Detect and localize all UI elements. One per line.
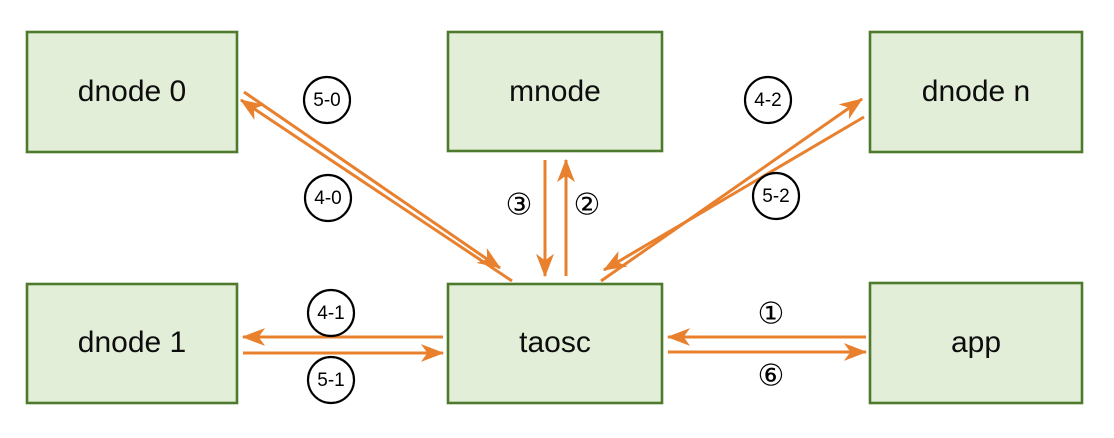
- badge-label: ②: [574, 188, 601, 223]
- badge-5-2: 5-2: [751, 171, 801, 221]
- node-box-rect: [25, 30, 239, 154]
- node-box-rect: [25, 282, 239, 405]
- node-label-dnode-0: dnode 0: [78, 75, 186, 108]
- node-label-app: app: [951, 326, 1001, 359]
- edge-4-0: [240, 98, 513, 283]
- badge-label: 4-0: [314, 188, 341, 209]
- node-label-dnode-1: dnode 1: [78, 326, 186, 359]
- badge-label: 5-2: [762, 186, 789, 207]
- node-dnode-n[interactable]: dnode n: [868, 30, 1084, 154]
- badge-circle: [303, 173, 353, 223]
- badge-label: ③: [506, 188, 533, 223]
- badge-label: ⑥: [758, 359, 785, 394]
- node-label-dnode-n: dnode n: [922, 75, 1030, 108]
- node-box-rect: [868, 281, 1084, 405]
- badge-circle: [302, 75, 352, 125]
- edge-4-2: [600, 97, 863, 283]
- badge-label: 4-1: [317, 303, 344, 324]
- badge-4-1: 4-1: [306, 288, 356, 338]
- edge-5-2: [602, 115, 865, 272]
- badge-label: 5-1: [317, 370, 344, 391]
- badge-2: ②: [574, 188, 601, 223]
- node-box-rect: [446, 282, 664, 405]
- badge-circle: [306, 288, 356, 338]
- node-app[interactable]: app: [868, 281, 1084, 405]
- badge-5-0: 5-0: [302, 75, 352, 125]
- badge-4-2: 4-2: [743, 75, 793, 125]
- node-box-rect: [868, 30, 1084, 154]
- node-label-mnode: mnode: [509, 75, 601, 108]
- badge-5-1: 5-1: [306, 355, 356, 405]
- badge-label: ①: [758, 297, 785, 332]
- node-label-taosc: taosc: [519, 326, 591, 359]
- badge-label: 5-0: [313, 90, 340, 111]
- badge-3: ③: [506, 188, 533, 223]
- badge-1: ①: [758, 297, 785, 332]
- badge-label: 4-2: [754, 90, 781, 111]
- node-dnode-0[interactable]: dnode 0: [25, 30, 239, 154]
- node-mnode[interactable]: mnode: [446, 30, 664, 153]
- node-box-rect: [446, 30, 664, 153]
- badge-6: ⑥: [758, 359, 785, 394]
- badge-circle: [751, 171, 801, 221]
- node-dnode-1[interactable]: dnode 1: [25, 282, 239, 405]
- edge-5-0: [243, 90, 501, 270]
- node-taosc[interactable]: taosc: [446, 282, 664, 405]
- badge-circle: [743, 75, 793, 125]
- badge-4-0: 4-0: [303, 173, 353, 223]
- badge-circle: [306, 355, 356, 405]
